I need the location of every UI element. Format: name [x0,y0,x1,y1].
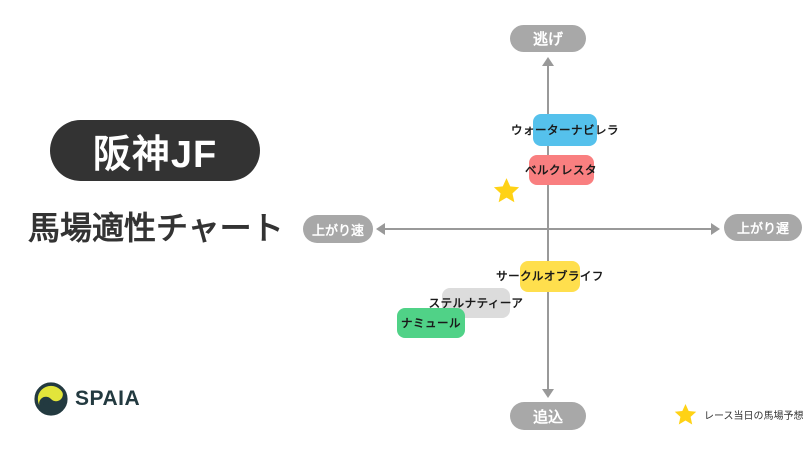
legend: レース当日の馬場予想 [674,402,804,427]
horse-point: ナミュール [397,308,465,338]
horse-name-label: ステルナティーア [428,298,524,310]
arrow-down-icon [542,389,554,398]
track-prediction-star-icon [493,177,519,202]
horizontal-axis-line [380,228,714,230]
spaia-logo-text: SPAIA [75,387,141,410]
horse-point: ベルクレスタ [525,155,597,185]
vertical-axis-line [547,62,549,393]
horse-point: ウォーターナビレラ [511,114,619,146]
arrow-right-icon [711,223,720,235]
horse-name-label: ベルクレスタ [525,165,597,177]
chart-subtitle: 馬場適性チャート [28,210,284,246]
legend-star-icon [674,403,697,425]
horse-name-label: サークルオブライフ [496,271,604,283]
horse-name-label: ウォーターナビレラ [511,125,619,137]
legend-label: レース当日の馬場予想 [704,411,804,422]
arrow-left-icon [376,223,385,235]
spaia-logo-icon [34,382,68,416]
axis-label-nige: 逃げ [510,25,586,52]
horse-point: サークルオブライフ [496,260,603,292]
horse-name-label: ナミュール [401,318,461,330]
spaia-logo: SPAIA [34,382,140,416]
arrow-up-icon [542,57,554,66]
axis-label-agari-oso: 上がり遅 [724,214,802,241]
axis-label-oikomi: 追込 [510,402,586,430]
axis-label-agari-haya: 上がり速 [303,215,373,243]
race-title-badge: 阪神JF [50,120,260,181]
